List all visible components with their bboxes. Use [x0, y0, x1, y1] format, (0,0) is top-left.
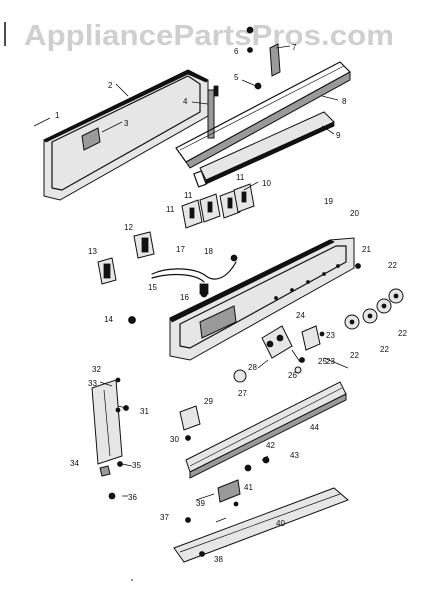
panel-screws [128, 263, 361, 324]
infinite-switches [181, 170, 255, 229]
callout-6: 6 [234, 47, 239, 56]
callout-20: 20 [350, 209, 359, 218]
callout-26: 26 [288, 371, 297, 380]
leader-lines [33, 45, 349, 523]
callout-32: 32 [92, 365, 101, 374]
callout-13: 13 [88, 247, 97, 256]
back-panel [43, 69, 209, 201]
callout-29: 29 [204, 397, 213, 406]
callout-9: 9 [336, 131, 341, 140]
callout-36: 36 [128, 493, 137, 502]
callout-10: 10 [262, 179, 271, 188]
control-panel [169, 237, 355, 361]
callout-1: 1 [55, 111, 60, 120]
callout-11b: 11 [236, 173, 245, 182]
callout-labels: 1 2 3 4 5 6 7 8 9 10 11 11 11 12 13 14 1… [55, 43, 407, 564]
callout-23a: 23 [326, 331, 335, 340]
callout-35: 35 [132, 461, 141, 470]
callout-28: 28 [248, 363, 257, 372]
callout-40: 40 [276, 519, 285, 528]
lower-rail [199, 111, 335, 185]
callout-19: 19 [324, 197, 333, 206]
callout-27: 27 [238, 389, 247, 398]
callout-14: 14 [104, 315, 113, 324]
callout-22a: 22 [388, 261, 397, 270]
callout-8: 8 [342, 97, 347, 106]
callout-43: 43 [290, 451, 299, 460]
callout-7: 7 [292, 43, 297, 52]
callout-38: 38 [214, 555, 223, 564]
bottom-rail [173, 487, 349, 563]
callout-31: 31 [140, 407, 149, 416]
callout-17: 17 [176, 245, 185, 254]
callout-2: 2 [108, 81, 113, 90]
terminal-block [217, 456, 270, 507]
callout-30: 30 [170, 435, 179, 444]
callout-22d: 22 [350, 351, 359, 360]
small-hardware [246, 26, 281, 90]
stray-dot [131, 579, 133, 581]
wiring-harness [151, 254, 238, 295]
callout-12: 12 [124, 223, 133, 232]
timer-cluster [233, 325, 325, 383]
side-bracket [91, 379, 123, 465]
callout-22c: 22 [380, 345, 389, 354]
callout-22b: 22 [398, 329, 407, 338]
callout-21: 21 [362, 245, 371, 254]
callout-33: 33 [88, 379, 97, 388]
callout-24: 24 [296, 311, 305, 320]
callout-5: 5 [234, 73, 239, 82]
selector-switches [97, 231, 155, 285]
callout-25: 25 [318, 357, 327, 366]
callout-34: 34 [70, 459, 79, 468]
callout-4: 4 [183, 97, 188, 106]
callout-42: 42 [266, 441, 275, 450]
callout-41: 41 [244, 483, 253, 492]
callout-15: 15 [148, 283, 157, 292]
callout-11a: 11 [184, 191, 193, 200]
callout-16: 16 [180, 293, 189, 302]
callout-18: 18 [204, 247, 213, 256]
lamp-socket [179, 405, 201, 441]
lower-trim [185, 381, 347, 479]
control-knobs [344, 288, 404, 330]
callout-44: 44 [310, 423, 319, 432]
callout-37: 37 [160, 513, 169, 522]
bracket [207, 85, 219, 139]
callout-11c: 11 [166, 205, 175, 214]
upper-rail [175, 61, 351, 169]
watermark: AppliancePartsPros.com [24, 20, 394, 52]
callout-3: 3 [124, 119, 129, 128]
callout-39: 39 [196, 499, 205, 508]
callout-23b: 23 [326, 357, 335, 366]
